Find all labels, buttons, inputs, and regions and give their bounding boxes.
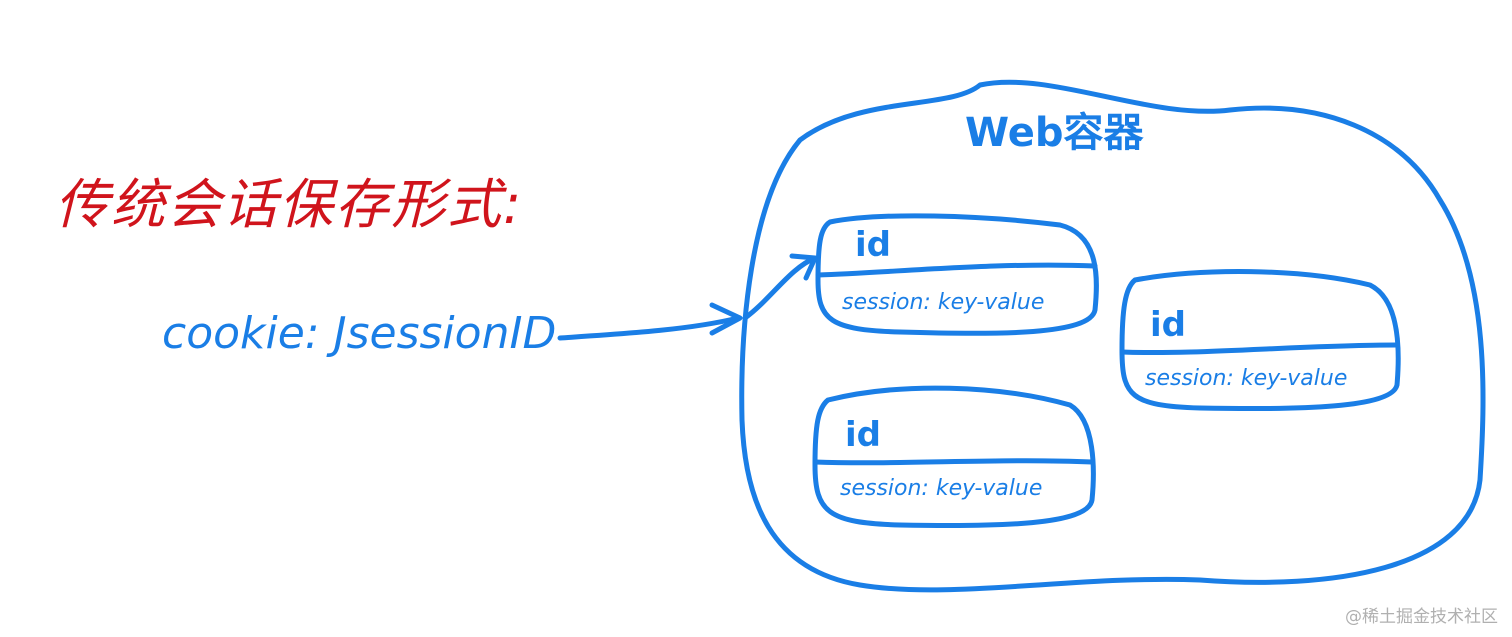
box-3-outline — [812, 385, 1096, 529]
session-1-id: id — [855, 225, 891, 265]
session-2-content: session: key-value — [1145, 366, 1348, 391]
session-1-content: session: key-value — [842, 290, 1045, 315]
diagram-title: 传统会话保存形式: — [55, 173, 524, 236]
arrow-to-session-1 — [742, 255, 818, 321]
watermark: @稀土掘金技术社区 — [1345, 607, 1498, 627]
box-3-divider — [812, 458, 1095, 466]
box-2-divider — [1119, 342, 1400, 356]
arrowhead-2 — [789, 253, 818, 281]
web-container-outline — [739, 79, 1486, 593]
arrowhead-1 — [709, 302, 743, 336]
session-2-id: id — [1150, 305, 1186, 345]
session-3-id: id — [845, 415, 881, 455]
box-1-divider — [815, 262, 1098, 278]
cookie-label: cookie: JsessionID — [162, 308, 557, 359]
box-1-outline — [815, 213, 1099, 336]
session-3-content: session: key-value — [840, 476, 1043, 501]
web-container-label: Web容器 — [965, 110, 1144, 156]
arrow-cookie-to-container — [557, 315, 741, 341]
